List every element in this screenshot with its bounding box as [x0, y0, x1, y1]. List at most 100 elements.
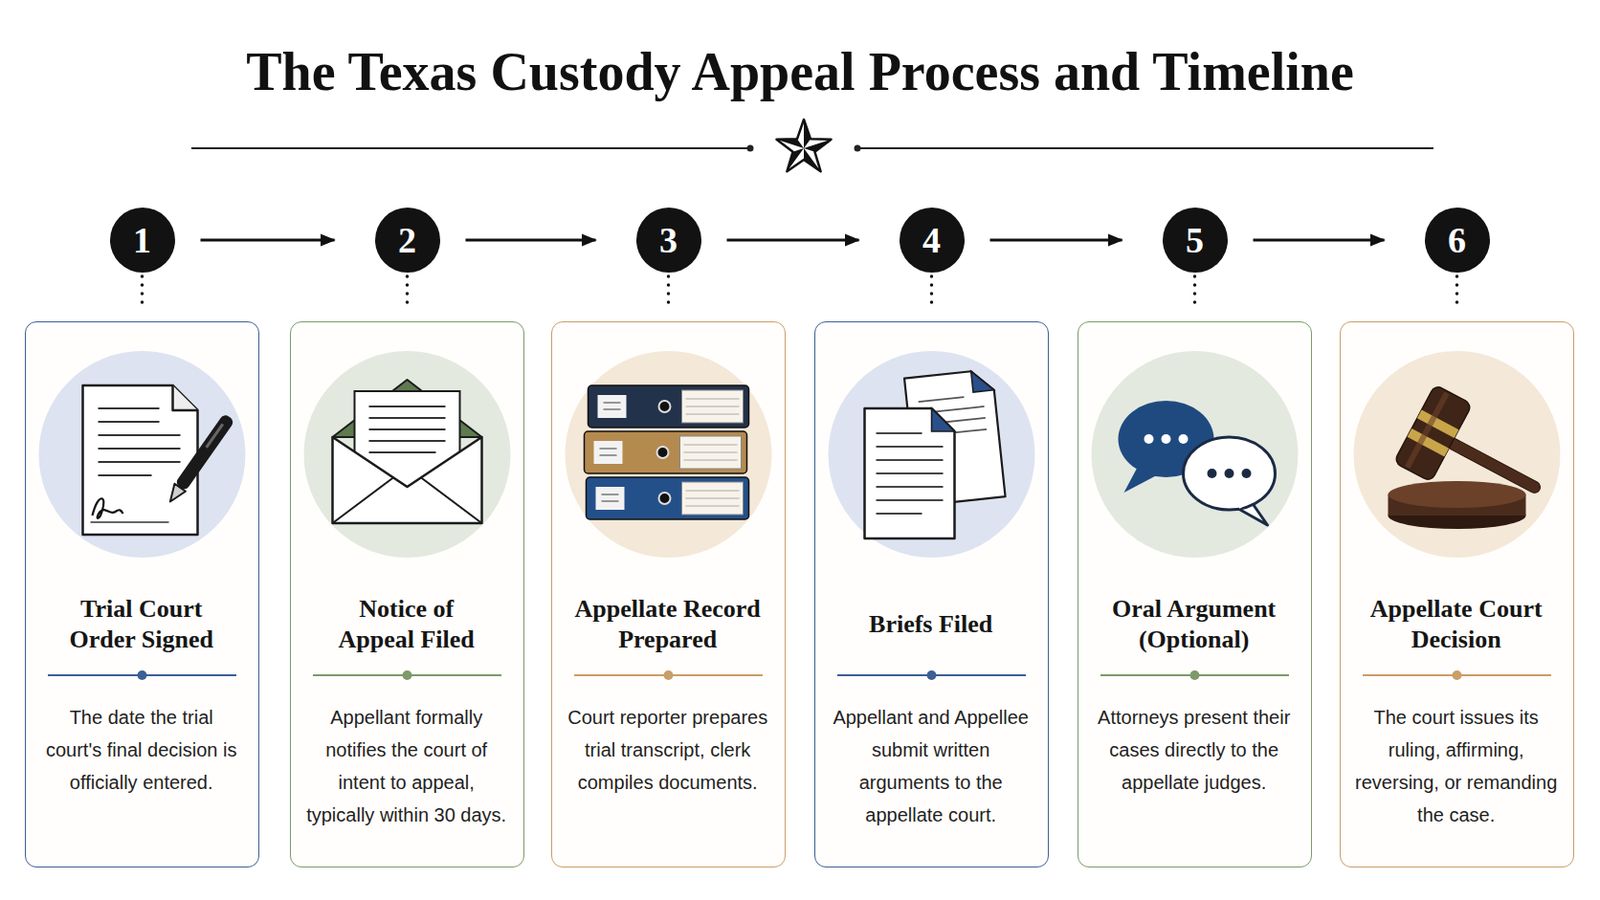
step-number-circle: 6 — [1424, 207, 1490, 273]
card-divider — [47, 674, 237, 677]
star-ornament — [776, 119, 831, 172]
title-rule — [857, 147, 1434, 150]
briefs-documents-icon — [865, 408, 956, 539]
step-number-circle: 5 — [1162, 207, 1228, 273]
signed-document-icon — [98, 421, 160, 423]
dotted-connector — [930, 276, 934, 312]
envelope-icon — [333, 437, 483, 524]
envelope-icon — [333, 379, 483, 524]
binder-stack-icon — [584, 431, 748, 474]
envelope-icon — [333, 379, 483, 438]
briefs-documents-icon — [920, 418, 986, 425]
gavel-icon — [1393, 384, 1560, 530]
speech-bubbles-icon — [1161, 434, 1172, 445]
speech-bubbles-icon — [1224, 468, 1235, 479]
step-description: The date the trial court's final decisio… — [40, 701, 244, 800]
step-number-circle: 1 — [110, 207, 176, 273]
gavel-icon — [1388, 494, 1527, 516]
binder-stack-icon — [600, 447, 618, 450]
briefs-documents-icon — [918, 395, 987, 437]
star-ornament — [776, 119, 831, 172]
step-number: 5 — [1162, 207, 1228, 273]
binder-stack-icon — [600, 454, 618, 457]
binder-stack-icon — [680, 436, 742, 469]
signed-document-icon — [90, 521, 170, 524]
step-heading: Trial Court Order Signed — [50, 588, 233, 662]
icon-backdrop — [565, 351, 773, 558]
signed-document-icon — [98, 447, 181, 450]
card-divider — [837, 674, 1026, 677]
binder-stack-icon — [659, 400, 671, 413]
briefs-documents-icon — [865, 369, 1006, 539]
step-description: Attorneys present their cases directly t… — [1092, 701, 1296, 800]
gavel-icon — [1417, 410, 1460, 439]
speech-bubbles-icon — [1183, 437, 1276, 511]
envelope-icon — [369, 417, 446, 420]
step-number-circle: 2 — [375, 207, 441, 273]
speech-bubbles-icon — [1207, 468, 1218, 479]
gavel-icon — [1393, 384, 1472, 483]
binder-stack-icon — [682, 390, 744, 423]
flow-arrow — [727, 239, 860, 243]
flow-arrow — [990, 239, 1123, 243]
binder-stack-icon — [684, 444, 738, 446]
binder-stack-icon — [657, 446, 669, 459]
step-description: Court reporter prepares trial transcript… — [566, 701, 770, 800]
signed-document-icon — [98, 474, 153, 477]
briefs-documents-icon — [876, 472, 944, 475]
binder-stack-icon — [684, 460, 738, 462]
step-card: Briefs FiledAppellant and Appellee submi… — [814, 321, 1049, 868]
step-card: Appellate Court DecisionThe court issues… — [1339, 321, 1575, 868]
signed-document-icon — [98, 408, 181, 476]
binder-stack-icon — [603, 408, 622, 411]
briefs-documents-icon — [876, 512, 923, 515]
speech-bubbles-icon — [1118, 400, 1215, 478]
dotted-connector — [140, 276, 145, 312]
step-number: 6 — [1424, 207, 1490, 273]
star-ornament — [776, 119, 831, 172]
card-divider — [664, 670, 674, 681]
card-divider — [312, 674, 502, 677]
icon-backdrop — [1354, 351, 1561, 558]
icon-backdrop — [39, 351, 1561, 558]
binder-stack-icon — [686, 490, 740, 492]
envelope-icon — [369, 440, 446, 443]
briefs-documents-icon — [904, 369, 1006, 507]
card-divider — [1100, 674, 1289, 677]
flow-arrow — [1253, 239, 1385, 243]
card-divider — [137, 670, 148, 681]
step-heading: Appellate Record Prepared — [564, 588, 771, 662]
gavel-icon — [1404, 391, 1450, 469]
briefs-documents-icon — [904, 369, 1006, 507]
envelope-icon — [369, 405, 446, 408]
title-rule — [191, 145, 1434, 153]
icon-backdrop — [304, 351, 512, 558]
flow-arrow — [200, 239, 335, 243]
card-divider — [1452, 670, 1463, 681]
flow-arrow — [466, 239, 597, 243]
binder-stack-icon — [682, 482, 744, 515]
step-description: Appellant and Appellee submit written ar… — [829, 701, 1033, 832]
signed-document-icon — [83, 385, 199, 535]
step-number-circle: 4 — [899, 207, 965, 273]
step-card: Oral Argument (Optional)Attorneys presen… — [1077, 321, 1312, 868]
signed-document-icon — [164, 484, 186, 507]
gavel-icon — [1388, 384, 1561, 530]
briefs-documents-icon — [876, 432, 923, 435]
step-number-circle: 3 — [636, 207, 702, 273]
signed-document-icon — [204, 422, 224, 448]
briefs-documents-icon — [921, 429, 987, 437]
gavel-icon — [1388, 502, 1527, 530]
binder-stack-icon — [686, 406, 740, 408]
speech-bubbles-icon — [1144, 434, 1155, 445]
speech-bubbles-icon — [1124, 464, 1161, 493]
signed-document-icon — [92, 498, 124, 519]
step-number: 2 — [375, 207, 441, 273]
briefs-documents-icon — [876, 499, 944, 502]
binder-stack-icon — [598, 395, 627, 419]
speech-bubbles-icon — [1118, 400, 1276, 526]
signed-document-icon — [98, 461, 181, 464]
binder-stack-icon — [686, 498, 740, 500]
step-heading: Appellate Court Decision — [1353, 588, 1559, 662]
